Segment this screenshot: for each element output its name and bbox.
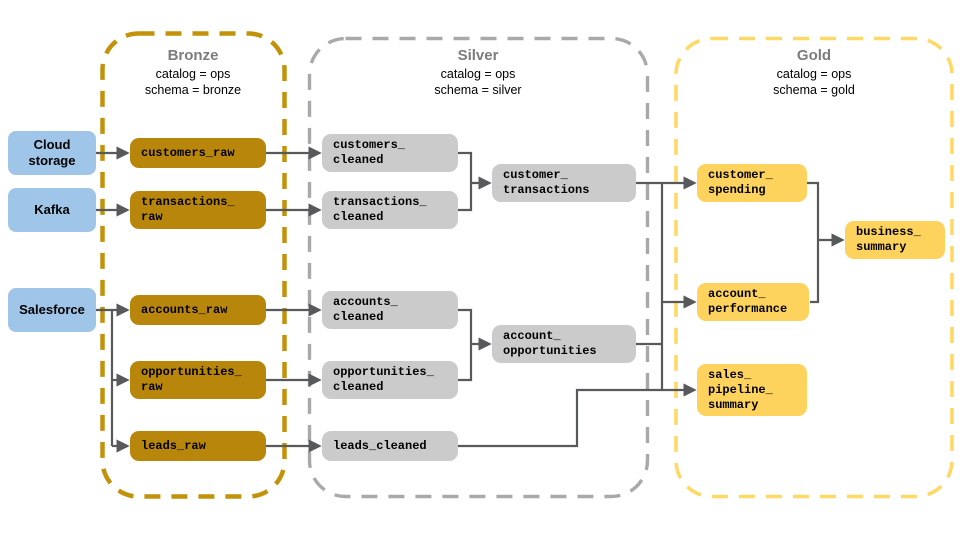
table-accounts-raw: accounts_raw <box>130 295 266 325</box>
bronze-zone-title: Bronze <box>167 47 219 64</box>
table-business-summary: business_ summary <box>845 221 945 259</box>
table-opportunities-raw: opportunities_ raw <box>130 361 266 399</box>
edge-leads-cleaned-to-bus <box>458 388 662 448</box>
edge-merge-spending-performance-bracket <box>807 181 820 304</box>
gold-zone-header: Gold catalog = ops schema = gold <box>676 46 952 98</box>
silver-zone-catalog: catalog = ops <box>440 67 516 81</box>
gold-zone-title: Gold <box>796 47 832 64</box>
table-customer-spending: customer_ spending <box>697 164 807 202</box>
bronze-zone-schema: schema = bronze <box>144 82 242 97</box>
table-account-performance: account_ performance <box>697 283 809 321</box>
source-kafka: Kafka <box>8 188 96 232</box>
gold-zone-catalog: catalog = ops <box>776 67 852 81</box>
bronze-zone-outline <box>100 31 287 499</box>
bronze-zone-header: Bronze catalog = ops schema = bronze <box>102 46 284 98</box>
silver-zone-title: Silver <box>457 47 499 64</box>
table-customer-transactions: customer_ transactions <box>492 164 636 202</box>
table-transactions-cleaned: transactions_ cleaned <box>322 191 458 229</box>
gold-zone-schema: schema = gold <box>773 82 855 97</box>
edge-merge-accounts-opportunities-bracket <box>458 308 473 382</box>
table-customers-cleaned: customers_ cleaned <box>322 134 458 172</box>
edge-merge-customers-transactions-bracket <box>458 151 473 212</box>
silver-zone-schema: schema = silver <box>434 82 522 97</box>
bronze-zone-catalog: catalog = ops <box>155 67 231 81</box>
table-sales-pipeline-summary: sales_ pipeline_ summary <box>697 364 807 416</box>
source-salesforce: Salesforce <box>8 288 96 332</box>
table-opportunities-cleaned: opportunities_ cleaned <box>322 361 458 399</box>
silver-zone-outline <box>307 36 650 499</box>
silver-zone-header: Silver catalog = ops schema = silver <box>309 46 647 98</box>
table-accounts-cleaned: accounts_ cleaned <box>322 291 458 329</box>
table-account-opportunities: account_ opportunities <box>492 325 636 363</box>
table-transactions-raw: transactions_ raw <box>130 191 266 229</box>
table-customers-raw: customers_raw <box>130 138 266 168</box>
gold-zone-outline <box>674 36 954 499</box>
table-leads-cleaned: leads_cleaned <box>322 431 458 461</box>
source-cloud-storage: Cloud storage <box>8 131 96 175</box>
table-leads-raw: leads_raw <box>130 431 266 461</box>
